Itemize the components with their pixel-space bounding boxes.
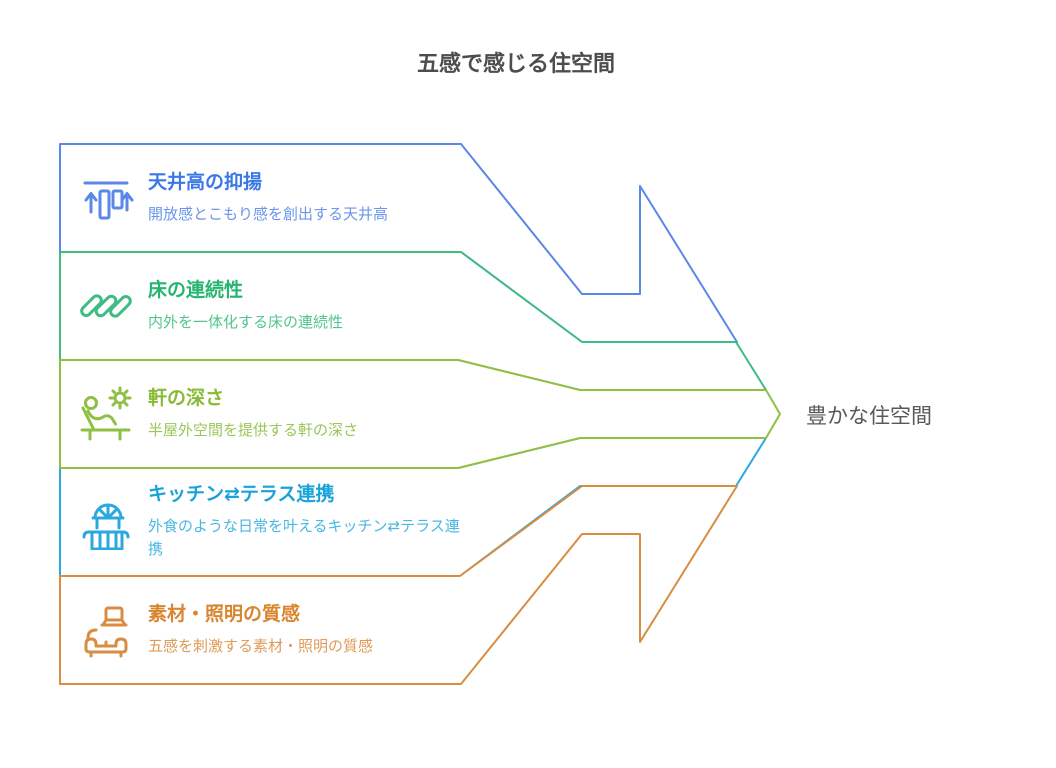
result-label: 豊かな住空間 [806, 405, 932, 428]
page-title: 五感で感じる住空間 [416, 51, 615, 76]
ceiling-height-icon [83, 181, 134, 220]
band-item-floor: 床の連続性 内外を一体化する床の連続性 [78, 268, 478, 344]
band-description: 内外を一体化する床の連続性 [148, 313, 344, 331]
band-item-material-light: 素材・照明の質感 五感を刺激する素材・照明の質感 [78, 592, 478, 668]
band-item-ceiling: 天井高の抑揚 開放感とこもり感を創出する天井高 [78, 160, 478, 236]
kitchen-terrace-icon [82, 503, 130, 550]
band-description: 半屋外空間を提供する軒の深さ [148, 421, 359, 439]
band-title: キッチン⇄テラス連携 [148, 484, 335, 505]
band-description: 外食のような日常を叶えるキッチン⇄テラス連携 [148, 518, 460, 558]
band-item-eaves: 軒の深さ 半屋外空間を提供する軒の深さ [78, 376, 478, 452]
band-shape-eaves-arrow-tip [59, 359, 781, 469]
floor-continuity-icon [80, 294, 132, 318]
band-title: 素材・照明の質感 [148, 603, 301, 625]
eaves-depth-icon [80, 386, 132, 441]
band-description: 五感を刺激する素材・照明の質感 [148, 637, 374, 655]
band-title: 床の連続性 [148, 279, 244, 301]
band-item-kitchen-terrace: キッチン⇄テラス連携 外食のような日常を叶えるキッチン⇄テラス連携 [78, 484, 478, 560]
band-title: 天井高の抑揚 [148, 171, 263, 193]
sofa-lamp-icon [84, 606, 128, 658]
band-title: 軒の深さ [148, 387, 225, 409]
band-description: 開放感とこもり感を創出する天井高 [148, 205, 389, 223]
band-shape-material-light [59, 485, 738, 685]
